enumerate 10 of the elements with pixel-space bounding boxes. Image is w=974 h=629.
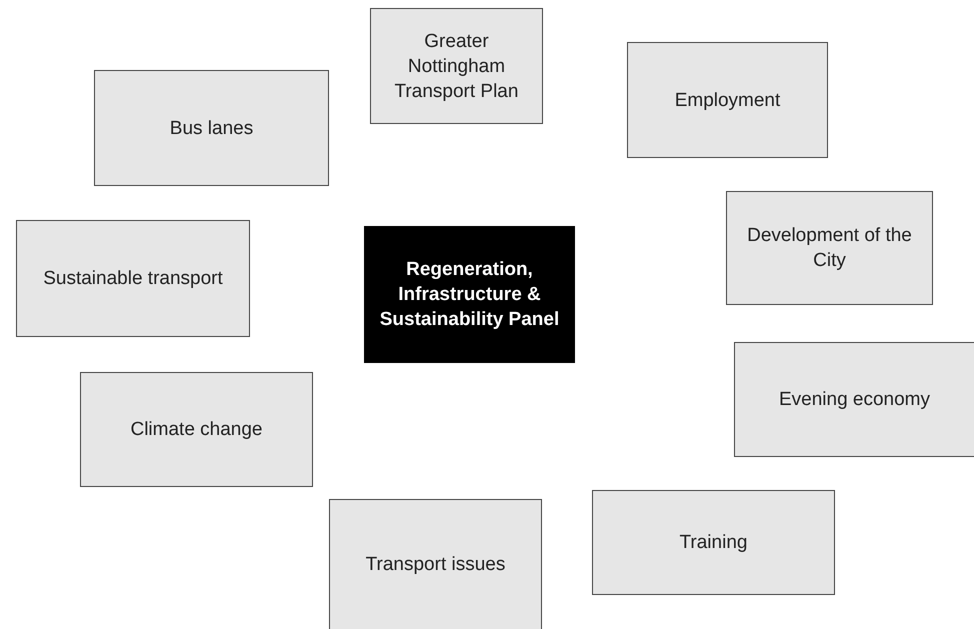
central-box: Regeneration, Infrastructure & Sustainability Panel — [364, 226, 575, 363]
topic-box: Employment — [627, 42, 828, 158]
topic-box: Development of the City — [726, 191, 933, 305]
topic-box: Bus lanes — [94, 70, 329, 186]
topic-box: Sustainable transport — [16, 220, 250, 337]
topic-box: Training — [592, 490, 835, 595]
topic-box: Climate change — [80, 372, 313, 487]
topic-box: Transport issues — [329, 499, 542, 629]
topic-box: Greater Nottingham Transport Plan — [370, 8, 543, 124]
topic-box: Evening economy — [734, 342, 974, 457]
